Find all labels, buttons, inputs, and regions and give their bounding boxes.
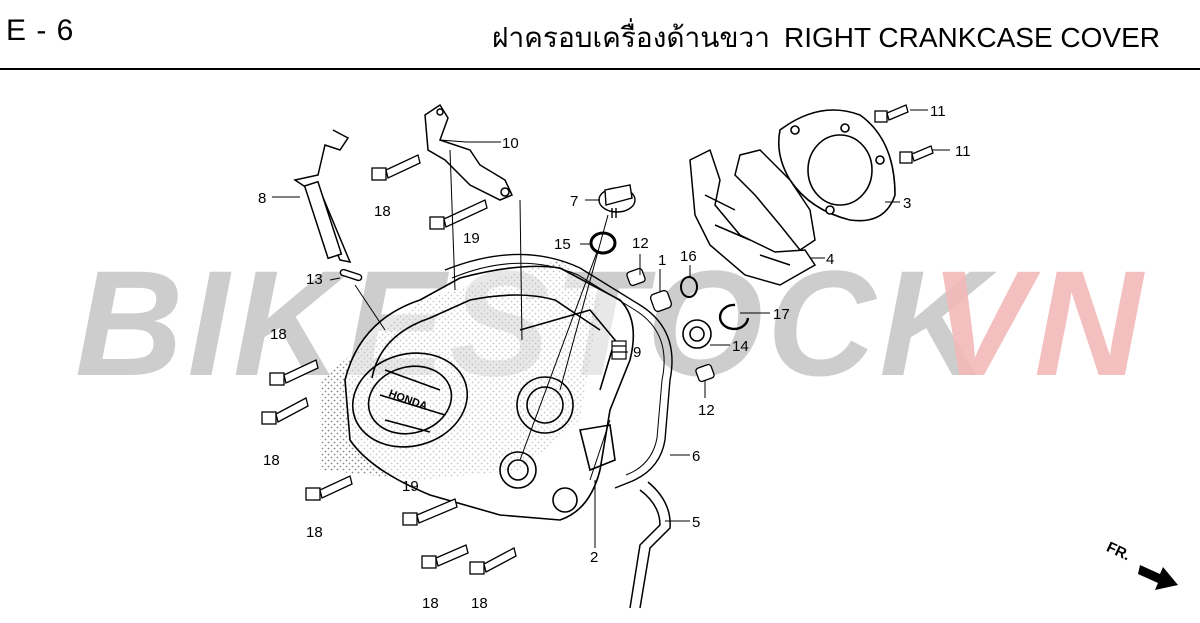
callout-3: 3 [903,195,911,212]
callout-14: 14 [732,338,749,355]
bolt-11-a [874,104,909,123]
callout-16: 16 [680,248,697,265]
oil-filler-cap [598,184,636,218]
callout-18-c: 18 [306,524,323,541]
circlip [718,303,750,331]
breather-hose [629,481,671,609]
callout-18-top: 18 [374,203,391,220]
callout-19-top: 19 [463,230,480,247]
oil-guide [689,148,817,286]
page-title: ฝาครอบเครื่องด้านขวา RIGHT CRANKCASE COVE… [478,16,1160,60]
bolt-18-a [269,359,319,386]
callout-18-e: 18 [471,595,488,612]
callout-1: 1 [658,252,666,269]
breather-fitting [611,340,627,360]
callout-19-b: 19 [402,478,419,495]
bolt-18-e [469,547,517,575]
callout-18-b: 18 [263,452,280,469]
callout-6: 6 [692,448,700,465]
clutch-cover-plate [777,109,896,222]
oil-pipe [293,129,352,264]
bolt-19-b [402,498,458,526]
callout-labels: 8 13 18 19 10 7 15 12 1 16 11 11 3 4 17 … [258,103,971,612]
front-arrow-icon [1138,565,1178,590]
bolt-18-b [261,397,309,425]
o-ring-16 [680,276,698,298]
callout-12-b: 12 [698,402,715,419]
gasket [444,253,673,489]
bolt-11-b [899,145,934,164]
callout-9: 9 [633,344,641,361]
bolt-18-d [421,544,469,569]
page-code: E - 6 [6,14,75,47]
parts-diagram: BIKESTOCK VN HONDA [75,103,1178,612]
callout-15: 15 [554,236,571,253]
callout-2: 2 [590,549,598,566]
bolts [261,104,934,575]
watermark-text-2: VN [930,239,1146,407]
callout-7: 7 [570,193,578,210]
callout-18-a: 18 [270,326,287,343]
callout-4: 4 [826,251,834,268]
crankcase-cover [344,265,635,521]
callout-8: 8 [258,190,266,207]
title-english: RIGHT CRANKCASE COVER [784,22,1160,53]
callout-10: 10 [502,135,519,152]
bolt-18-c [305,475,353,501]
front-label: FR. [1104,539,1133,565]
title-thai: ฝาครอบเครื่องด้านขวา [492,22,770,53]
callout-5: 5 [692,514,700,531]
front-direction-indicator: FR. [1104,539,1178,590]
callout-11-a: 11 [930,103,946,120]
leader-lines [272,109,950,548]
callout-17: 17 [773,306,790,323]
bracket [424,103,514,201]
oil-seal [682,319,712,349]
callout-13: 13 [306,271,323,288]
bolt-19-top [429,199,488,230]
callout-18-d: 18 [422,595,439,612]
dowel-pins [626,267,715,383]
page-header: E - 6 ฝาครอบเครื่องด้านขวา RIGHT CRANKCAS… [0,0,1200,70]
callout-12-top: 12 [632,235,649,252]
callout-11-b: 11 [955,143,971,160]
o-ring-13 [339,268,363,282]
bolt-18-top [371,154,421,181]
